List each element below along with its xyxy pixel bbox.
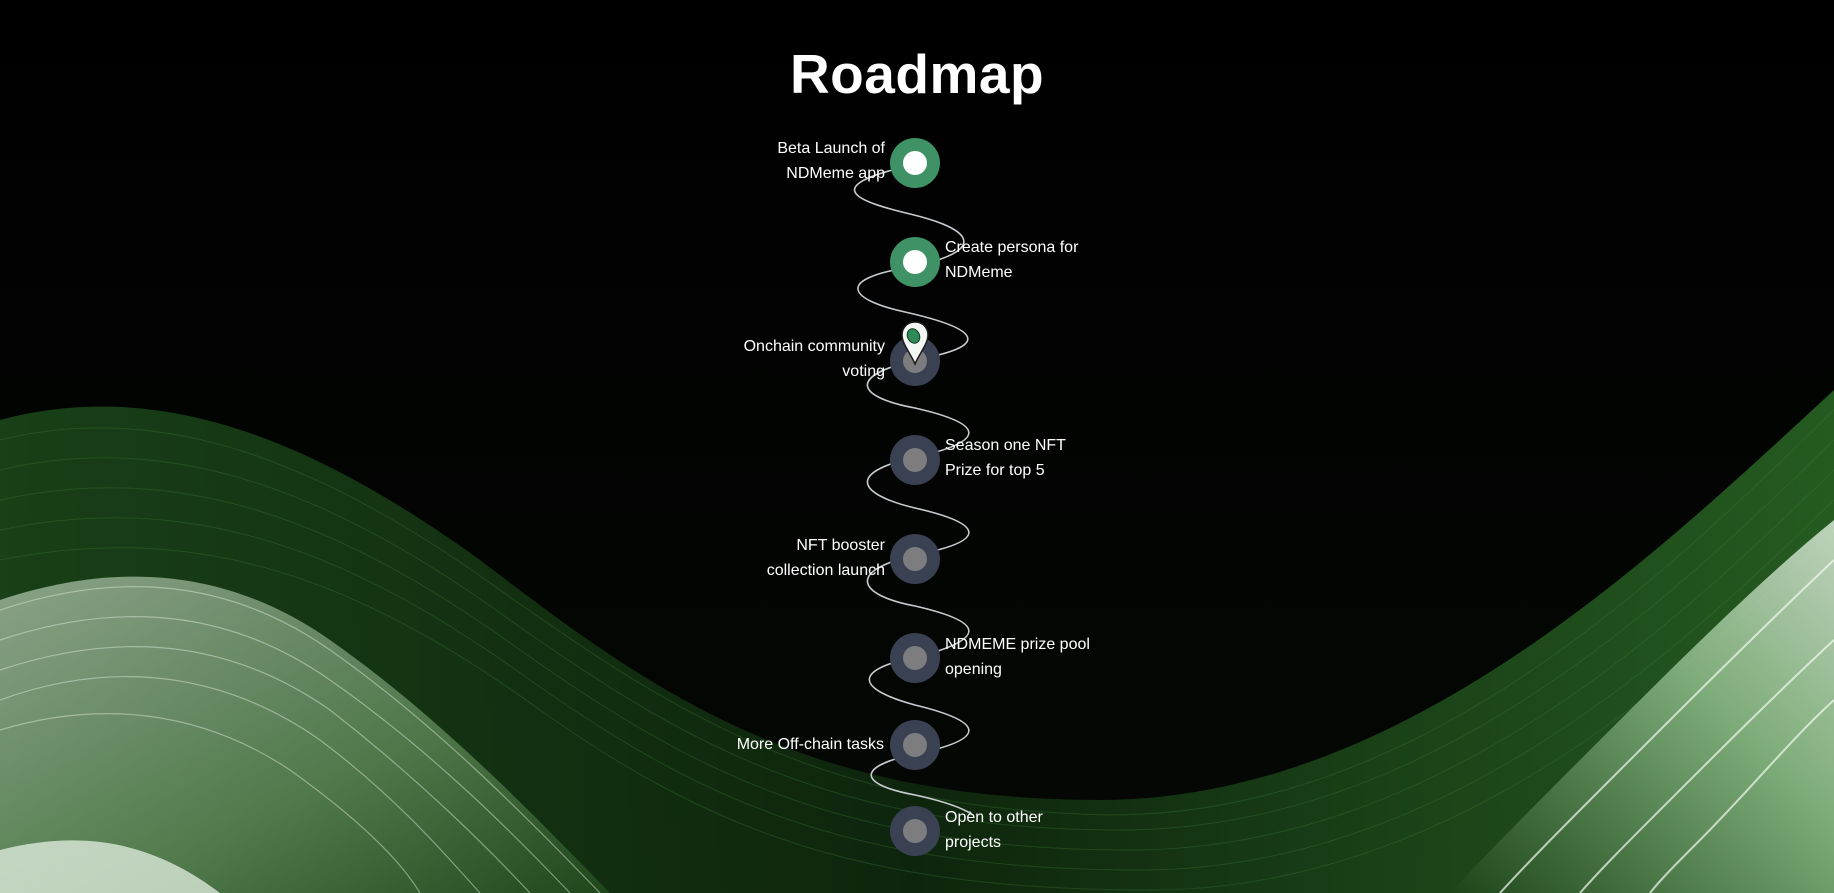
milestone-label-prize-pool: NDMEME prize pool opening xyxy=(945,636,1090,678)
milestone-label-nft-booster: NFT booster collection launch xyxy=(766,537,885,579)
milestone-dot xyxy=(903,733,927,757)
milestone-offchain-tasks[interactable] xyxy=(890,720,940,770)
milestone-label-season-one-nft: Season one NFT Prize for top 5 xyxy=(945,437,1066,479)
milestone-dot xyxy=(903,151,927,175)
milestone-beta-launch[interactable] xyxy=(890,138,940,188)
milestone-dot xyxy=(903,819,927,843)
milestone-prize-pool[interactable] xyxy=(890,633,940,683)
milestone-nft-booster[interactable] xyxy=(890,534,940,584)
milestone-dot xyxy=(903,250,927,274)
milestone-create-persona[interactable] xyxy=(890,237,940,287)
milestone-label-open-projects: Open to other projects xyxy=(945,809,1043,851)
milestone-season-one-nft[interactable] xyxy=(890,435,940,485)
milestone-label-offchain-tasks: More Off-chain tasks xyxy=(736,736,884,753)
milestone-dot xyxy=(903,547,927,571)
milestone-label-create-persona: Create persona for NDMeme xyxy=(945,239,1079,281)
milestone-dot xyxy=(903,646,927,670)
location-pin-icon xyxy=(901,321,929,366)
roadmap-connector-line xyxy=(853,167,973,816)
milestone-label-beta-launch: Beta Launch of NDMeme app xyxy=(777,140,885,182)
page-title: Roadmap xyxy=(789,43,1045,105)
milestone-dot xyxy=(903,448,927,472)
milestone-open-projects[interactable] xyxy=(890,806,940,856)
milestone-label-onchain-voting: Onchain community voting xyxy=(743,338,885,380)
